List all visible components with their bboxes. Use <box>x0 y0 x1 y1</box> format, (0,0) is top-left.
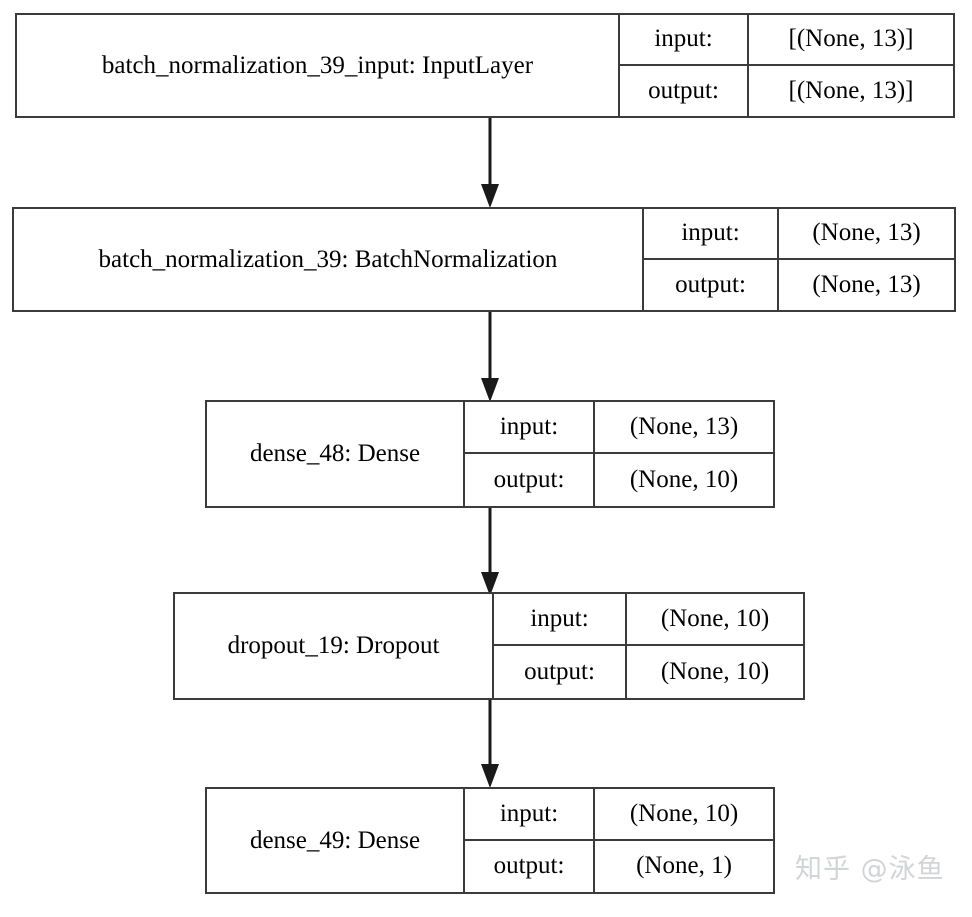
io-output-label: output: <box>465 840 595 892</box>
layer-io-table: input: (None, 10) output: (None, 1) <box>463 789 773 892</box>
zhihu-watermark: 知乎 @泳鱼 <box>795 854 945 885</box>
edge-arrow-batchnorm-to-dense-48 <box>475 312 505 402</box>
io-output-shape-value: (None, 10) <box>629 466 739 493</box>
io-output-label: output: <box>644 259 779 310</box>
layer-io-row-input: input: (None, 13) <box>644 209 954 260</box>
edge-arrow-dropout-19-to-dense-49 <box>475 700 505 788</box>
layer-node-batch-normalization-39-input: batch_normalization_39_input: InputLayer… <box>15 13 955 118</box>
io-input-shape-value: [(None, 13)] <box>788 25 914 53</box>
io-output-label: output: <box>494 646 627 698</box>
layer-io-row-output: output: (None, 10) <box>465 454 773 506</box>
layer-name-label: dense_48: Dense <box>249 440 421 468</box>
io-input-label: input: <box>644 209 779 258</box>
io-output-label: output: <box>465 454 595 506</box>
io-input-label: input: <box>465 402 595 452</box>
arrow-icon <box>481 118 499 208</box>
io-input-shape-value: (None, 13) <box>812 219 921 247</box>
layer-io-table: input: (None, 13) output: (None, 10) <box>463 402 773 506</box>
layer-io-row-input: input: (None, 10) <box>494 594 803 646</box>
layer-name-label: batch_normalization_39: BatchNormalizati… <box>98 245 558 273</box>
layer-io-row-output: output: (None, 1) <box>465 840 773 892</box>
io-output-shape-value: (None, 13) <box>812 270 921 298</box>
io-output-shape-value: (None, 1) <box>636 852 732 880</box>
layer-io-row-input: input: [(None, 13)] <box>620 15 953 66</box>
io-input-label: input: <box>494 594 627 644</box>
layer-node-dropout-19: dropout_19: Dropout input: (None, 10) ou… <box>173 592 805 700</box>
layer-node-dense-48: dense_48: Dense input: (None, 13) output… <box>205 400 775 508</box>
io-input-label: input: <box>620 15 749 64</box>
layer-name-label: dropout_19: Dropout <box>227 632 440 660</box>
layer-io-row-output: output: (None, 10) <box>494 646 803 698</box>
layer-node-batch-normalization-39: batch_normalization_39: BatchNormalizati… <box>12 207 956 312</box>
layer-io-row-output: output: [(None, 13)] <box>620 65 953 116</box>
io-output-shape-value: [(None, 13)] <box>788 76 914 104</box>
io-input-label: input: <box>465 789 595 839</box>
io-input-shape-value: (None, 10) <box>629 799 739 827</box>
arrow-icon <box>481 700 499 788</box>
io-output-shape-value: (None, 10) <box>660 658 770 685</box>
layer-node-dense-49: dense_49: Dense input: (None, 10) output… <box>205 787 775 894</box>
layer-name-label: dense_49: Dense <box>249 826 421 854</box>
layer-io-table: input: (None, 10) output: (None, 10) <box>492 594 803 698</box>
io-output-label: output: <box>620 65 749 116</box>
io-input-shape-value: (None, 10) <box>660 605 770 632</box>
edge-arrow-input-to-batchnorm <box>475 118 505 208</box>
layer-name-label: batch_normalization_39_input: InputLayer <box>101 51 534 79</box>
arrow-icon <box>481 312 499 402</box>
layer-io-row-input: input: (None, 13) <box>465 402 773 454</box>
layer-io-table: input: (None, 13) output: (None, 13) <box>642 209 954 310</box>
layer-io-row-input: input: (None, 10) <box>465 789 773 841</box>
layer-io-table: input: [(None, 13)] output: [(None, 13)] <box>618 15 953 116</box>
layer-io-row-output: output: (None, 13) <box>644 259 954 310</box>
arrow-icon <box>481 508 499 596</box>
io-input-shape-value: (None, 13) <box>629 413 739 440</box>
edge-arrow-dense-48-to-dropout-19 <box>475 508 505 596</box>
